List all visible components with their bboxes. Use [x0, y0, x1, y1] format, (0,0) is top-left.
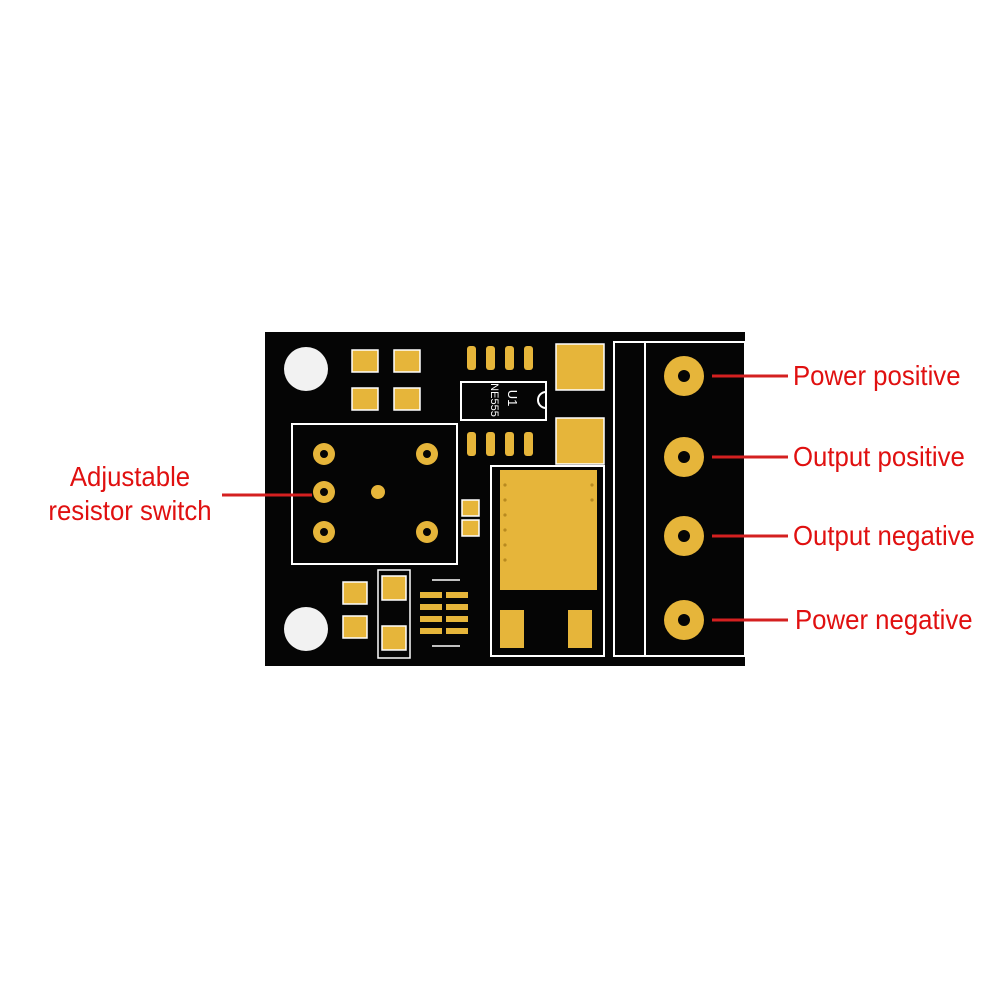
label-line-1: Adjustable — [69, 461, 191, 492]
mounting-hole-bottom — [284, 607, 328, 651]
label-output-negative: Output negative — [793, 520, 975, 551]
inductor-dots — [503, 483, 594, 562]
resistor-pads-small — [461, 499, 480, 537]
terminal-block-outline — [613, 341, 746, 657]
label-adjustable-resistor-switch: Adjustable resistor switch — [27, 460, 233, 528]
inductor-body — [500, 470, 597, 590]
chip-outline — [460, 381, 547, 421]
smd-pads-top-left — [351, 349, 421, 411]
silkscreen-part: NE555 — [488, 383, 500, 417]
label-output-positive: Output positive — [793, 441, 965, 472]
leader-lines — [222, 374, 788, 622]
label-power-positive: Power positive — [793, 360, 961, 391]
chip-notch — [537, 391, 547, 409]
capacitor-outline — [377, 569, 411, 659]
mounting-hole-top — [284, 347, 328, 391]
label-power-negative: Power negative — [795, 604, 973, 635]
large-pads-upper — [555, 343, 605, 465]
chip-pins-top — [467, 346, 533, 370]
label-line-2: resistor switch — [48, 495, 212, 526]
silkscreen-ref: U1 — [505, 390, 520, 407]
inductor-outline — [490, 465, 605, 657]
chip-pins-bottom — [467, 432, 533, 456]
inductor-feet — [500, 610, 592, 648]
terminal-pads — [664, 356, 704, 640]
potentiometer-pin-holes — [320, 450, 431, 536]
soic-pins — [420, 592, 468, 634]
smd-pads-bottom-left — [342, 575, 407, 651]
